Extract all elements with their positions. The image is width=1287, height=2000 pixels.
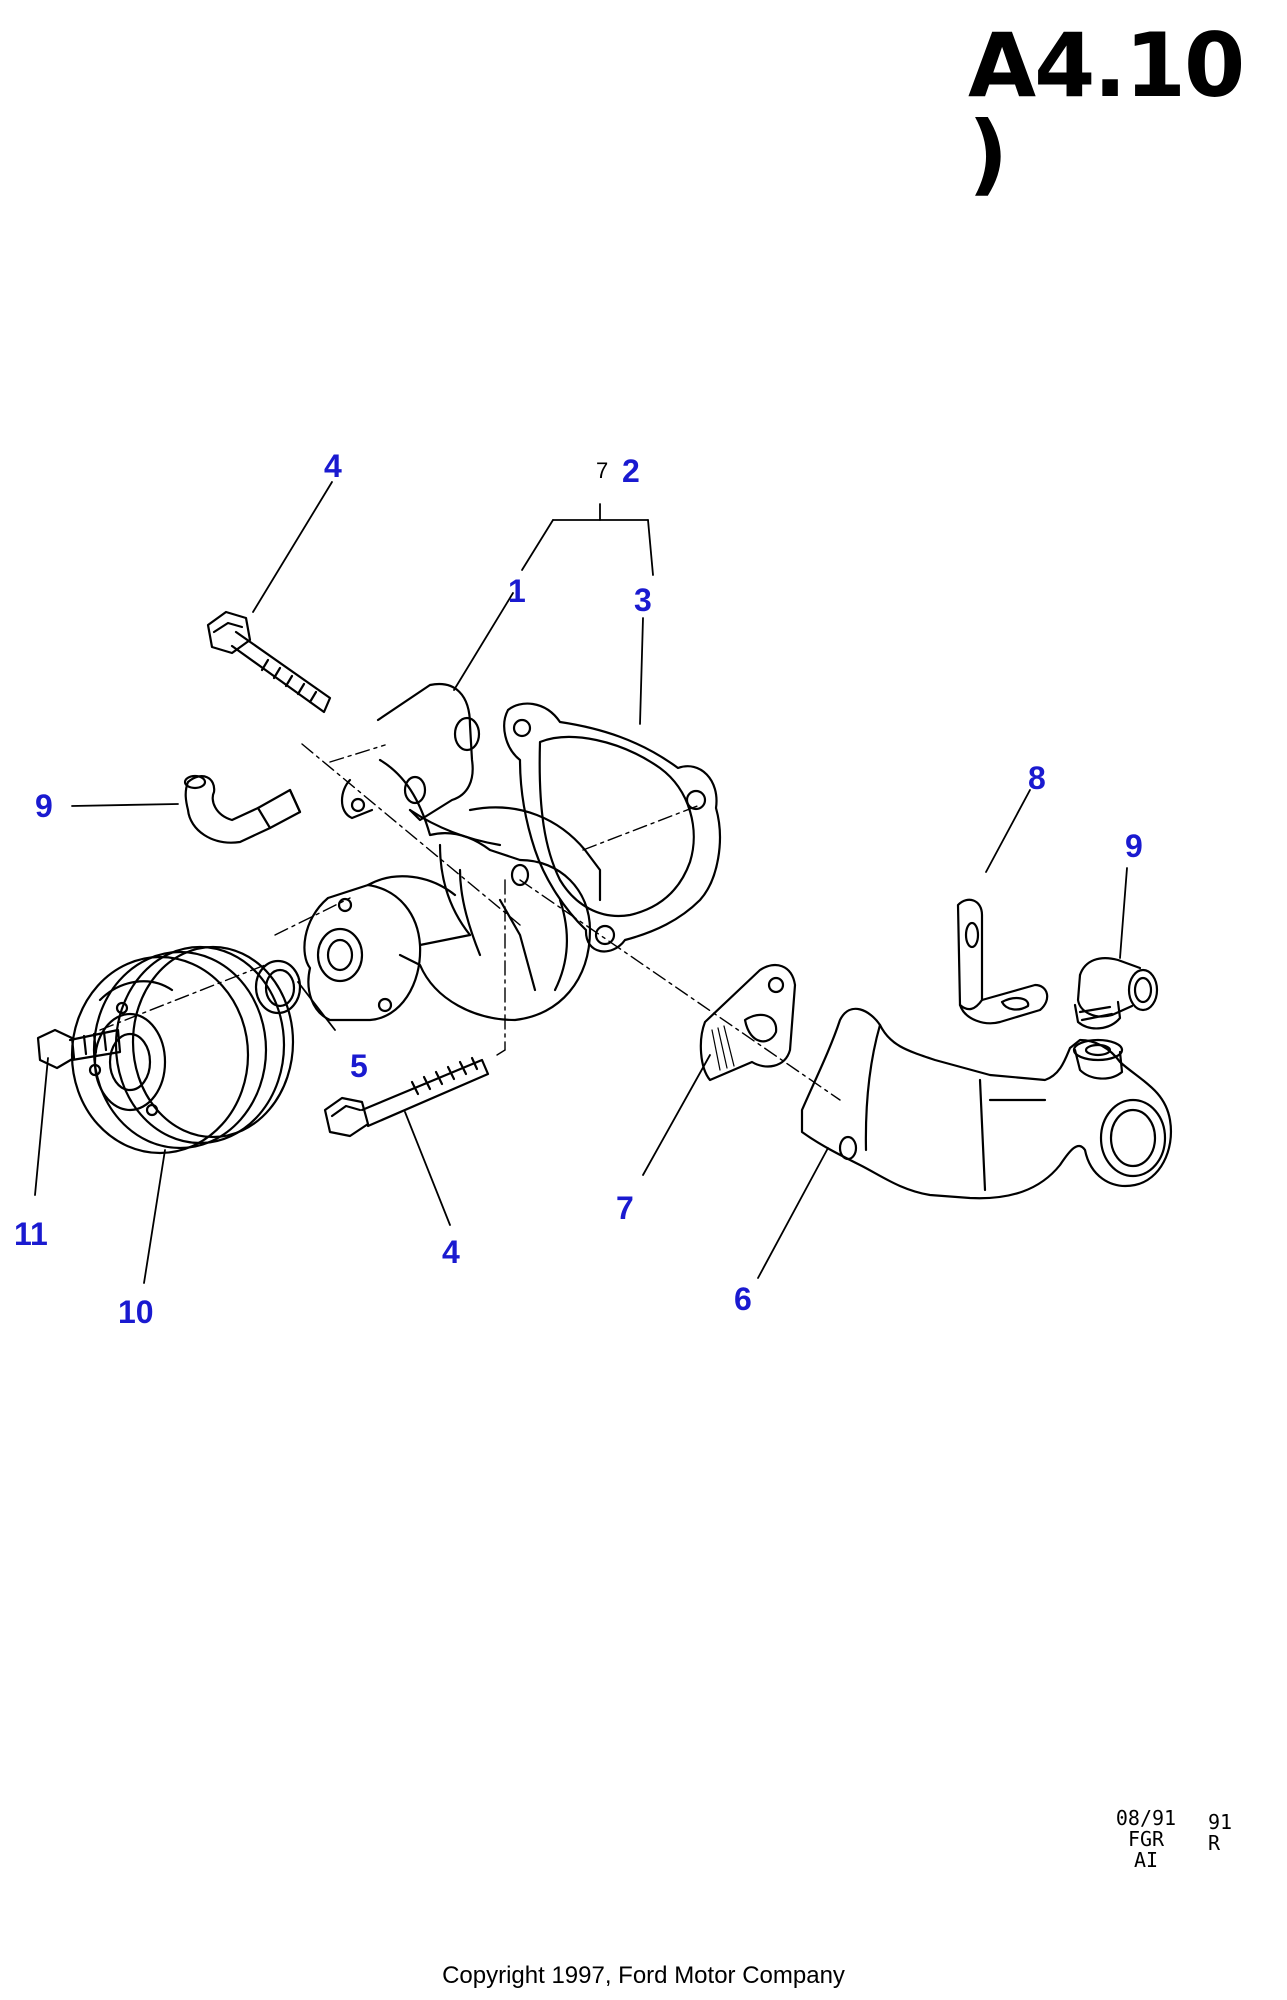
callout-6: 6 bbox=[734, 1281, 752, 1317]
callout-1: 1 bbox=[508, 573, 526, 609]
page-title: A4.10 ) bbox=[968, 14, 1245, 205]
callout-4-lower: 4 bbox=[442, 1234, 460, 1270]
elbow-fitting-left bbox=[183, 774, 302, 844]
stamp-date: 08/91 bbox=[1115, 1806, 1177, 1830]
pulley bbox=[70, 945, 295, 1155]
copyright-notice: Copyright 1997, Ford Motor Company bbox=[442, 1962, 845, 1989]
bracket bbox=[956, 898, 1049, 1025]
callout-9-left: 9 bbox=[35, 788, 53, 824]
callout-2: 2 bbox=[622, 453, 640, 489]
stamp-ref: AI bbox=[1133, 1848, 1159, 1872]
callout-3: 3 bbox=[634, 582, 652, 618]
pump-housing bbox=[303, 682, 602, 1022]
bolt-lower bbox=[323, 1056, 490, 1138]
elbow-fitting-right bbox=[1073, 957, 1159, 1030]
flange-gasket bbox=[699, 963, 797, 1082]
stamp-edge: 91 R bbox=[1208, 1812, 1232, 1854]
pulley-bolt bbox=[36, 1028, 122, 1070]
outlet-pipe bbox=[800, 1007, 1173, 1200]
bolt-upper bbox=[206, 610, 332, 714]
callout-8: 8 bbox=[1028, 760, 1046, 796]
callout-5: 5 bbox=[350, 1048, 368, 1084]
seal-ring bbox=[254, 959, 302, 1015]
callout-10: 10 bbox=[118, 1294, 154, 1330]
gasket bbox=[503, 702, 721, 953]
callout-7-fragment: 7 bbox=[596, 458, 609, 483]
callout-7: 7 bbox=[616, 1190, 634, 1226]
stamp-edge-code: R bbox=[1208, 1831, 1221, 1855]
callout-11: 11 bbox=[14, 1216, 48, 1252]
stamp-block: 08/91 FGR AI bbox=[1110, 1808, 1182, 1871]
stamp-code: FGR bbox=[1127, 1827, 1165, 1851]
callout-9-right: 9 bbox=[1125, 828, 1143, 864]
leader-lines bbox=[34, 481, 1128, 1284]
stamp-edge-date: 91 bbox=[1208, 1810, 1233, 1834]
callout-4-upper: 4 bbox=[324, 448, 342, 484]
